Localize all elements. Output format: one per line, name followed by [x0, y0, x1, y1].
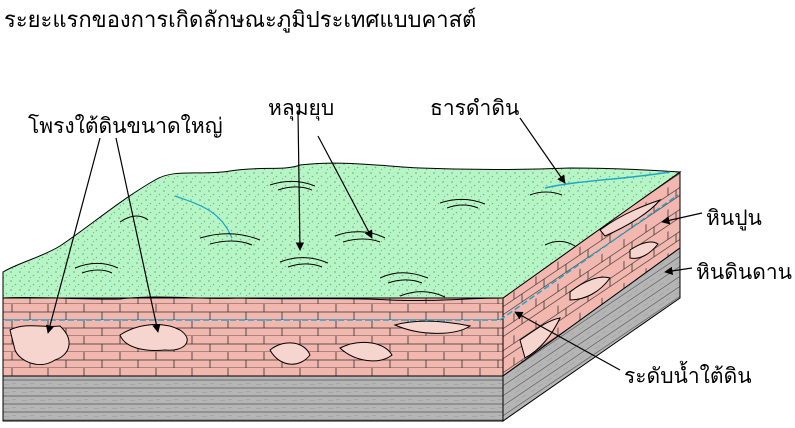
- label-shale: หินดินดาน: [696, 260, 792, 284]
- shale-side: [502, 247, 681, 422]
- sinkhole-marks: [74, 180, 576, 298]
- label-water-table: ระดับน้ำใต้ดิน: [624, 364, 752, 388]
- label-underground-stream: ธารดำดิน: [430, 96, 520, 120]
- label-sinkholes: หลุมยุบ: [268, 96, 335, 120]
- stream-line: [544, 171, 671, 189]
- label-caves: โพรงใต้ดินขนาดใหญ่: [28, 114, 223, 138]
- ground-surface: [2, 162, 682, 299]
- cave-voids: [9, 198, 662, 365]
- diagram-title: ระยะแรกของการเกิดลักษณะภูมิประเทศแบบคาสต…: [4, 8, 477, 33]
- pointer-lines: [45, 111, 703, 371]
- water-table-line: [5, 194, 679, 321]
- shale-front: [2, 375, 504, 422]
- limestone-front: [2, 297, 504, 377]
- label-limestone: หินปูน: [706, 206, 762, 230]
